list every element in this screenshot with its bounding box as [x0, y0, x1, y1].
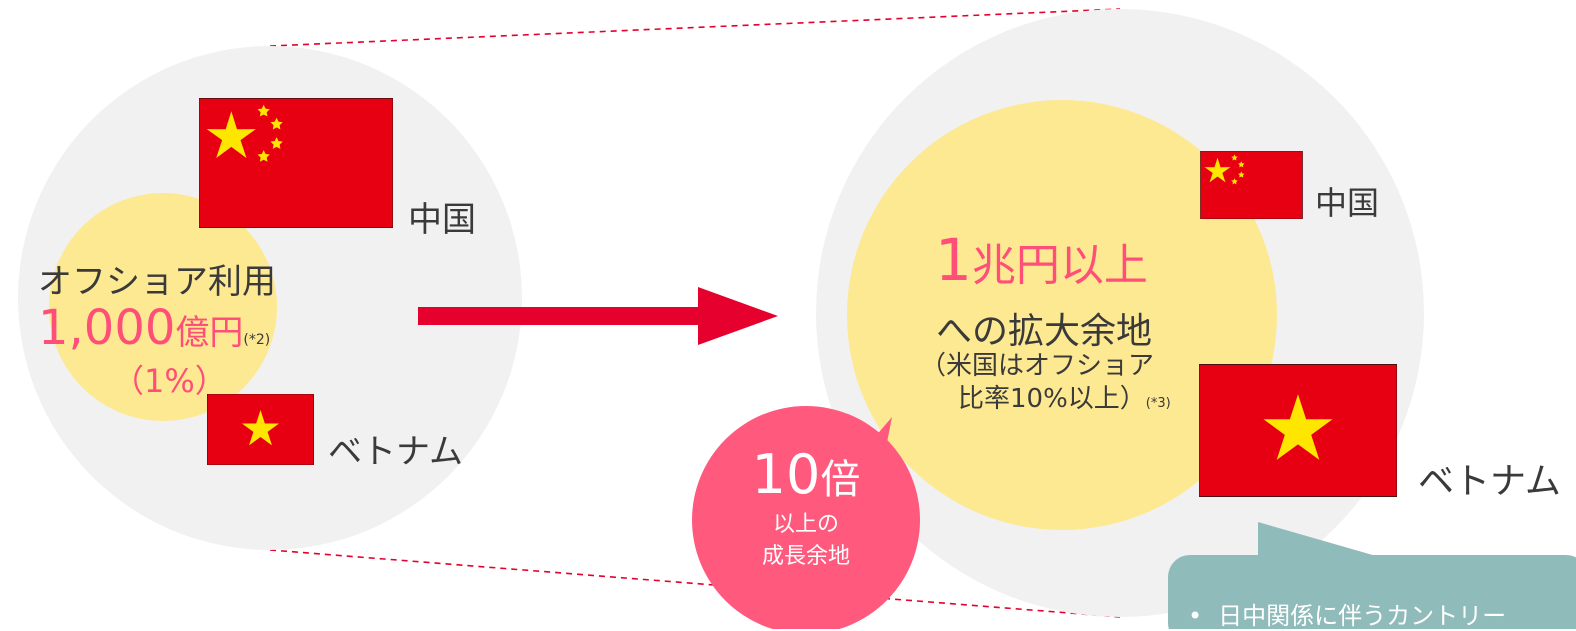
- right-arrow-icon: [418, 287, 778, 345]
- left-country-china-label: 中国: [408, 200, 476, 240]
- callout-item: • 日中関係に伴うカントリー: [1188, 596, 1506, 631]
- left-amount-number: 1,000: [38, 300, 176, 356]
- right-note-ref: (*3): [1145, 396, 1171, 411]
- left-amount-note: (*2): [243, 332, 271, 348]
- left-amount-unit: 億円: [175, 313, 244, 353]
- badge: 10倍 以上の 成長余地: [726, 448, 886, 570]
- vietnam-flag-icon: [207, 394, 314, 465]
- right-headline-text: 兆円以上: [971, 240, 1148, 291]
- left-yellow-circle: [49, 193, 277, 421]
- left-share-percent: （1%）: [112, 362, 227, 400]
- badge-big-unit: 倍: [820, 457, 861, 503]
- right-headline: 1兆円以上: [935, 226, 1148, 294]
- right-country-china-label: 中国: [1315, 184, 1380, 222]
- dashed-line-top: [269, 8, 1121, 47]
- badge-line2: 成長余地: [761, 544, 850, 569]
- right-country-vietnam-label: ベトナム: [1418, 461, 1561, 502]
- right-note-line2-text: 比率10%以上）: [958, 384, 1146, 414]
- china-flag-icon: [199, 98, 393, 228]
- left-offshore-label: オフショア利用: [38, 262, 276, 302]
- right-headline-number: 1: [935, 226, 972, 294]
- callout-shape: [1168, 522, 1576, 629]
- badge-line1: 以上の: [772, 512, 839, 537]
- badge-headline: 10倍: [726, 448, 886, 502]
- vietnam-flag-icon: [1199, 364, 1397, 497]
- badge-big-number: 10: [751, 443, 821, 506]
- left-amount: 1,000億円(*2): [38, 300, 270, 356]
- right-yellow-circle: [847, 100, 1277, 530]
- badge-shape: [692, 406, 920, 629]
- china-flag-icon: [1200, 151, 1303, 219]
- left-country-vietnam-label: ベトナム: [328, 432, 463, 472]
- right-subline: への拡大余地: [936, 311, 1153, 352]
- callout-text: 日中関係に伴うカントリー: [1218, 602, 1507, 630]
- right-note-line2: 比率10%以上）(*3): [958, 378, 1171, 415]
- right-note-line1: （米国はオフショア: [920, 351, 1155, 381]
- callout-bullet: •: [1188, 602, 1203, 630]
